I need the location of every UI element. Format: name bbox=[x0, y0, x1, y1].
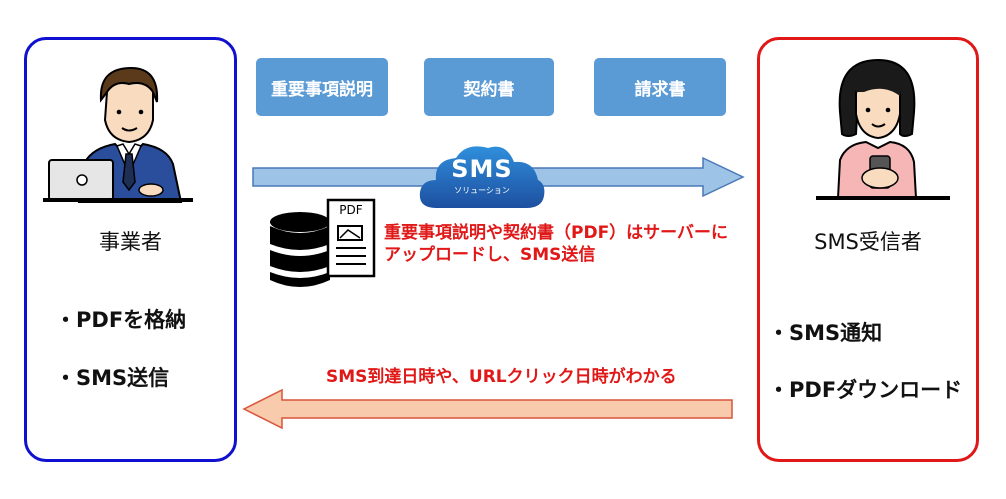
cloud-logo: SMS bbox=[451, 155, 513, 183]
document-important-explanation: 重要事項説明 bbox=[256, 58, 388, 116]
recipient-bullet-sms-notice: ・SMS通知 bbox=[768, 321, 883, 345]
return-note: SMS到達日時や、URLクリック日時がわかる bbox=[326, 367, 677, 387]
return-arrow bbox=[242, 388, 733, 430]
cloud-subtitle: ソリューション bbox=[454, 186, 510, 195]
recipient-title: SMS受信者 bbox=[814, 230, 922, 254]
recipient-bullet-pdf-download: ・PDFダウンロード bbox=[768, 378, 963, 402]
business-bullet-store-pdf: ・PDFを格納 bbox=[55, 308, 187, 332]
pdf-icon-label: PDF bbox=[339, 203, 363, 217]
business-bullet-send-sms: ・SMS送信 bbox=[55, 366, 170, 390]
database-icon bbox=[270, 212, 330, 287]
businessman-laptop-icon bbox=[43, 66, 193, 203]
woman-smartphone-icon bbox=[816, 58, 950, 200]
recipient-panel: SMS受信者 ・SMS通知 ・PDFダウンロード bbox=[757, 37, 979, 462]
business-title: 事業者 bbox=[99, 230, 162, 254]
business-panel: 事業者 ・PDFを格納 ・SMS送信 bbox=[24, 37, 237, 462]
sms-cloud-icon bbox=[419, 146, 545, 208]
server-note-line2: アップロードし、SMS送信 bbox=[384, 245, 596, 265]
server-note-line1: 重要事項説明や契約書（PDF）はサーバーに bbox=[384, 223, 729, 243]
document-contract: 契約書 bbox=[424, 58, 554, 116]
pdf-document-icon bbox=[326, 198, 376, 278]
document-invoice: 請求書 bbox=[594, 58, 726, 116]
